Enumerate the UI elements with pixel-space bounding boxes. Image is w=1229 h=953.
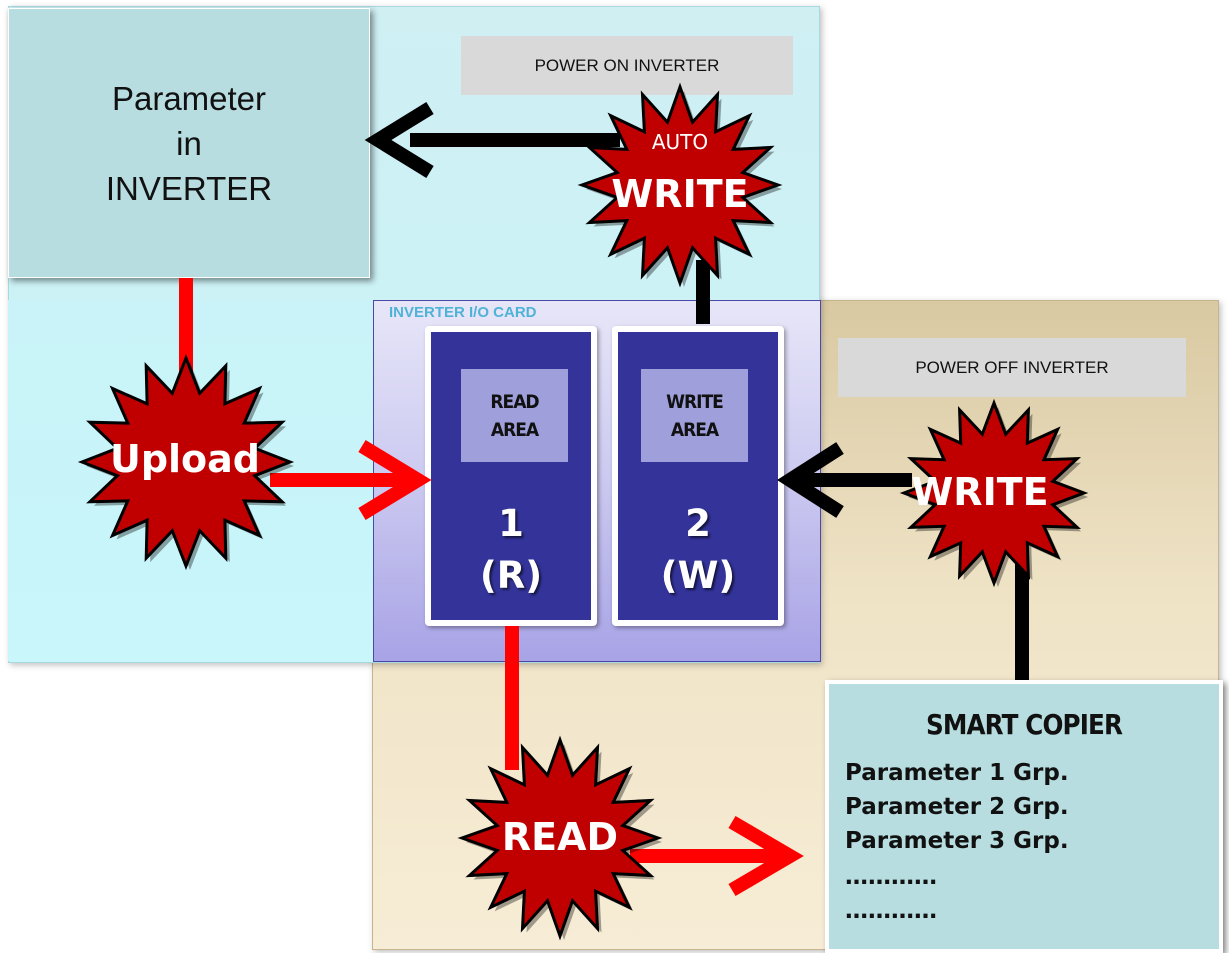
- copier-item: Parameter 1 Grp.: [845, 760, 1069, 786]
- burst-upload: [77, 353, 295, 571]
- slot-1-number: 1: [498, 502, 524, 545]
- slot-1-mode: (R): [479, 554, 543, 597]
- slot-2-write: WRITE AREA 2 (W): [612, 326, 784, 626]
- slot-1-read: READ AREA 1 (R): [425, 326, 597, 626]
- io-card-title: INVERTER I/O CARD: [389, 304, 537, 321]
- read-area: READ AREA: [461, 369, 568, 462]
- write-area: WRITE AREA: [641, 369, 748, 462]
- parameter-line2: in: [176, 124, 202, 162]
- smart-copier-box: SMART COPIER Parameter 1 Grp. Parameter …: [825, 680, 1223, 953]
- copier-item: …………: [845, 864, 937, 890]
- burst-auto-label: AUTO: [651, 130, 709, 154]
- burst-read-label: READ: [501, 815, 619, 859]
- power-off-label: POWER OFF INVERTER: [838, 338, 1186, 397]
- parameter-line1: Parameter: [111, 79, 267, 117]
- burst-write: [899, 398, 1089, 588]
- read-area-line1: READ: [490, 390, 539, 413]
- copier-item: Parameter 2 Grp.: [845, 794, 1069, 820]
- burst-read: [457, 735, 663, 941]
- slot-2-number: 2: [685, 502, 711, 545]
- slot-2-mode: (W): [660, 554, 736, 597]
- arrow-write-to-slot2: [777, 442, 912, 518]
- smart-copier-title: SMART COPIER: [925, 708, 1123, 741]
- arrow-auto-write-to-parameter: [364, 102, 620, 178]
- read-area-line2: AREA: [490, 418, 539, 441]
- power-on-label: POWER ON INVERTER: [461, 36, 793, 95]
- burst-upload-label: Upload: [109, 437, 261, 481]
- copier-item: …………: [845, 898, 937, 924]
- write-area-line2: AREA: [670, 418, 719, 441]
- arrow-upload-to-slot1: [270, 440, 432, 520]
- write-area-line1: WRITE: [666, 390, 724, 413]
- burst-auto-write-label: WRITE: [611, 172, 749, 216]
- burst-write-label: WRITE: [911, 470, 1049, 514]
- parameter-line3: INVERTER: [105, 169, 273, 207]
- burst-auto-write: [577, 82, 783, 288]
- arrow-read-to-copier: [630, 815, 804, 897]
- parameter-in-inverter-box: Parameter in INVERTER: [8, 8, 370, 278]
- copier-item: Parameter 3 Grp.: [845, 828, 1069, 854]
